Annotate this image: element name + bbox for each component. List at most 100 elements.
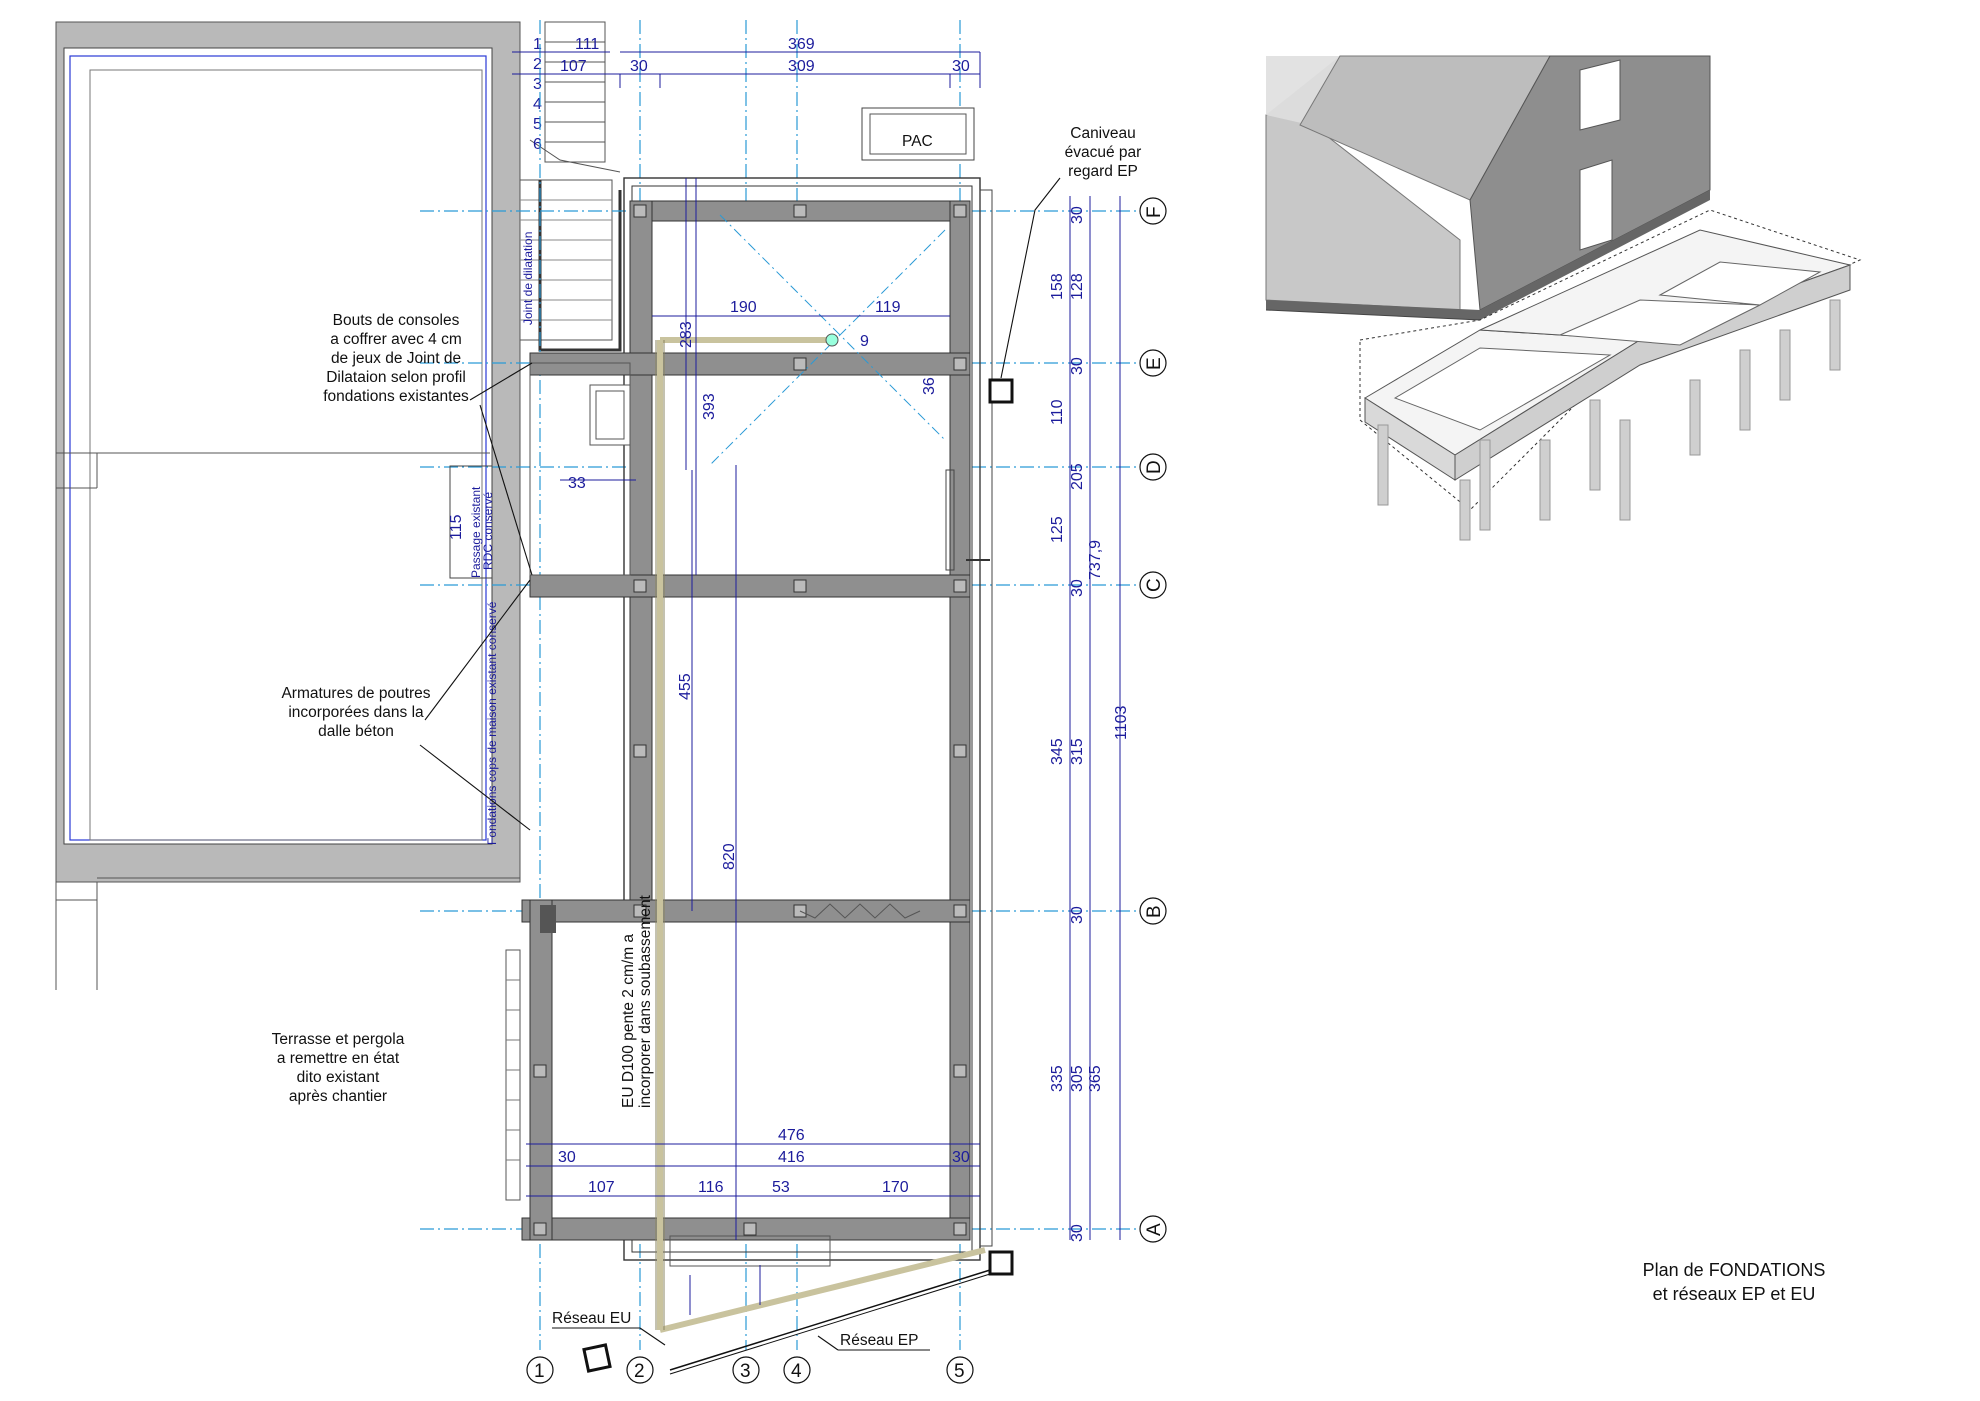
passage-label-line2: RDC conservé: [481, 492, 495, 570]
axis-1: 1: [534, 1361, 545, 1382]
axis-4: 4: [791, 1361, 802, 1382]
bottom-dimensions: 476 30 416 30 107 116 53 170: [526, 1127, 980, 1197]
dim-119: 119: [875, 299, 901, 316]
stair-step-2: 2: [533, 56, 542, 73]
stair-step-6: 6: [533, 136, 542, 153]
consoles-line5: fondations existantes: [323, 388, 469, 405]
dim-115: 115: [448, 514, 465, 540]
passage-box: 115 Passage existant RDC conservé: [448, 465, 495, 579]
dim-30-F: 30: [1069, 206, 1086, 224]
terrasse-line1: Terrasse et pergola: [272, 1031, 405, 1048]
dim-33: 33: [568, 475, 586, 492]
dim-30-E: 30: [1069, 357, 1086, 375]
foundation-3d-view: [1265, 55, 1862, 541]
axis-bubbles-letters: F E D C B A: [1139, 197, 1167, 1243]
stair-step-5: 5: [533, 116, 542, 133]
dim-335: 335: [1049, 1065, 1066, 1092]
dim-30-B: 30: [1069, 906, 1086, 924]
stair-step-3: 3: [533, 76, 542, 93]
axis-F: F: [1144, 206, 1165, 218]
dim-30-bottom-right: 30: [952, 1149, 970, 1166]
axis-E: E: [1144, 357, 1165, 370]
expansion-joint-label: Joint de dilatation: [521, 232, 535, 325]
dim-53: 53: [772, 1179, 790, 1196]
consoles-line4: Dilataion selon profil: [326, 369, 466, 386]
dim-365: 365: [1087, 1065, 1104, 1092]
dim-283: 283: [678, 321, 695, 348]
dim-476: 476: [778, 1127, 805, 1144]
dim-315: 315: [1069, 738, 1086, 765]
consoles-line2: a coffrer avec 4 cm: [330, 331, 462, 348]
stair-step-1: 1: [533, 36, 542, 53]
dim-416: 416: [778, 1149, 805, 1166]
dim-309: 309: [788, 58, 815, 75]
dim-170: 170: [882, 1179, 909, 1196]
axis-3: 3: [740, 1361, 751, 1382]
dim-110: 110: [1049, 399, 1066, 425]
dim-116: 116: [698, 1179, 724, 1196]
armatures-line2: incorporées dans la: [288, 704, 424, 721]
armatures-line3: dalle béton: [318, 723, 394, 740]
caniveau-line3: regard EP: [1068, 163, 1138, 180]
dim-128: 128: [1069, 273, 1086, 300]
eu-pipe-note-line1: EU D100 pente 2 cm/m a: [620, 934, 637, 1108]
reseau-ep-label: Réseau EP: [840, 1332, 918, 1349]
passage-label-line1: Passage existant: [469, 486, 483, 578]
reseau-eu-label: Réseau EU: [552, 1310, 631, 1327]
dim-30-C: 30: [1069, 579, 1086, 597]
dim-30-top-right: 30: [952, 58, 970, 75]
dim-820: 820: [721, 843, 738, 870]
dim-1103: 1103: [1113, 705, 1130, 740]
axis-5: 5: [954, 1361, 965, 1382]
pac-label: PAC: [902, 133, 933, 150]
axis-B: B: [1144, 905, 1165, 918]
dim-111: 111: [575, 36, 599, 53]
right-dimensions: 158 30 128 30 110 205 125 737,9 30 345 3…: [1049, 196, 1130, 1242]
dim-9: 9: [860, 333, 869, 350]
terrasse-line4: après chantier: [289, 1088, 387, 1105]
dim-205: 205: [1069, 463, 1086, 490]
title-line2: et réseaux EP et EU: [1653, 1284, 1816, 1304]
drawing-title: Plan de FONDATIONS et réseaux EP et EU: [1643, 1260, 1826, 1304]
axis-A: A: [1144, 1223, 1165, 1236]
dim-369: 369: [788, 36, 815, 53]
axis-2: 2: [634, 1361, 645, 1382]
consoles-line3: de jeux de Joint de: [331, 350, 461, 367]
top-dimensions: 111 107 30 309 30 369: [512, 36, 981, 88]
caniveau-line1: Caniveau: [1070, 125, 1136, 142]
dim-455: 455: [677, 673, 694, 700]
armatures-line1: Armatures de poutres: [281, 685, 430, 702]
dim-345: 345: [1049, 738, 1066, 765]
caniveau-line2: évacué par: [1065, 144, 1142, 161]
expansion-joint-zone: Joint de dilatation: [519, 179, 622, 352]
dim-107-bottom: 107: [588, 1179, 615, 1196]
new-foundations: PAC: [505, 107, 1014, 1373]
terrasse-line2: a remettre en état: [277, 1050, 400, 1067]
dim-36: 36: [921, 377, 938, 395]
axis-D: D: [1144, 460, 1165, 474]
dim-158: 158: [1049, 273, 1066, 300]
consoles-line1: Bouts de consoles: [333, 312, 460, 329]
eu-pipe-note-line2: incorporer dans soubassement: [637, 894, 654, 1108]
dim-190: 190: [730, 299, 757, 316]
inner-dimensions: 190 119 283 393 9 36 33 455 820: [560, 178, 950, 1240]
axis-C: C: [1144, 578, 1165, 592]
annotations: Caniveau évacué par regard EP Bouts de c…: [272, 125, 1142, 1351]
stair: 1 2 3 4 5 6: [529, 21, 621, 173]
dim-30-top-left: 30: [630, 58, 648, 75]
title-line1: Plan de FONDATIONS: [1643, 1260, 1826, 1280]
dim-30-A: 30: [1069, 1224, 1086, 1242]
axis-bubbles-numbers: 1 2 3 4 5: [526, 1356, 974, 1384]
existing-foundation-label: Fondations cops de maison existant conse…: [485, 601, 499, 845]
dim-305: 305: [1069, 1065, 1086, 1092]
drainage-pipes: EU D100 pente 2 cm/m a incorporer dans s…: [620, 333, 991, 1375]
dim-125: 125: [1049, 516, 1066, 543]
dim-107-top: 107: [560, 58, 587, 75]
existing-house: [55, 21, 521, 990]
dim-393: 393: [701, 393, 718, 420]
terrasse-line3: dito existant: [297, 1069, 380, 1086]
stair-step-4: 4: [533, 96, 542, 113]
dim-737-9: 737,9: [1087, 540, 1104, 580]
dim-30-bottom-left: 30: [558, 1149, 576, 1166]
